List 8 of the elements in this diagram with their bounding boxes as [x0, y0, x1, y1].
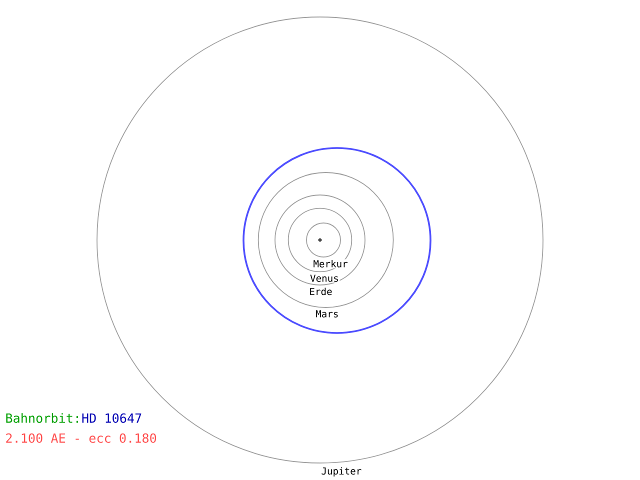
- orbit-label: Erde: [308, 286, 334, 296]
- star-name: HD 10647: [82, 413, 142, 423]
- orbit-data: 2.100 AE - ecc 0.180: [6, 433, 156, 443]
- orbit-label: Mars: [314, 310, 340, 318]
- orbit-label: Merkur: [312, 259, 349, 268]
- info-label: Bahnorbit:: [6, 413, 78, 423]
- orbit-label: Venus: [309, 274, 340, 283]
- orbit-label: Jupiter: [320, 466, 362, 478]
